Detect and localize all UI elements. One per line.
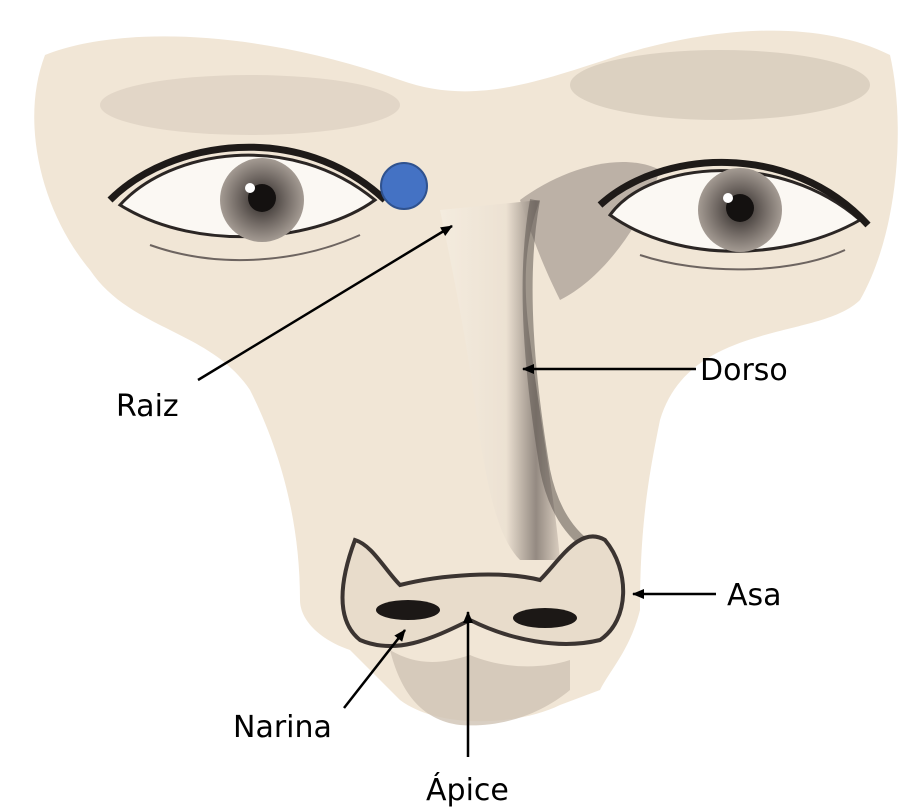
label-apice: Ápice	[426, 772, 509, 808]
marker-dot	[381, 163, 427, 209]
label-asa: Asa	[727, 578, 782, 613]
nostril-left	[376, 600, 440, 620]
label-narina: Narina	[233, 710, 332, 745]
label-dorso: Dorso	[700, 353, 788, 388]
label-raiz: Raiz	[116, 389, 179, 424]
brow-shadow-left	[100, 75, 400, 135]
brow-shadow-right	[570, 50, 870, 120]
nostril-right	[513, 608, 577, 628]
